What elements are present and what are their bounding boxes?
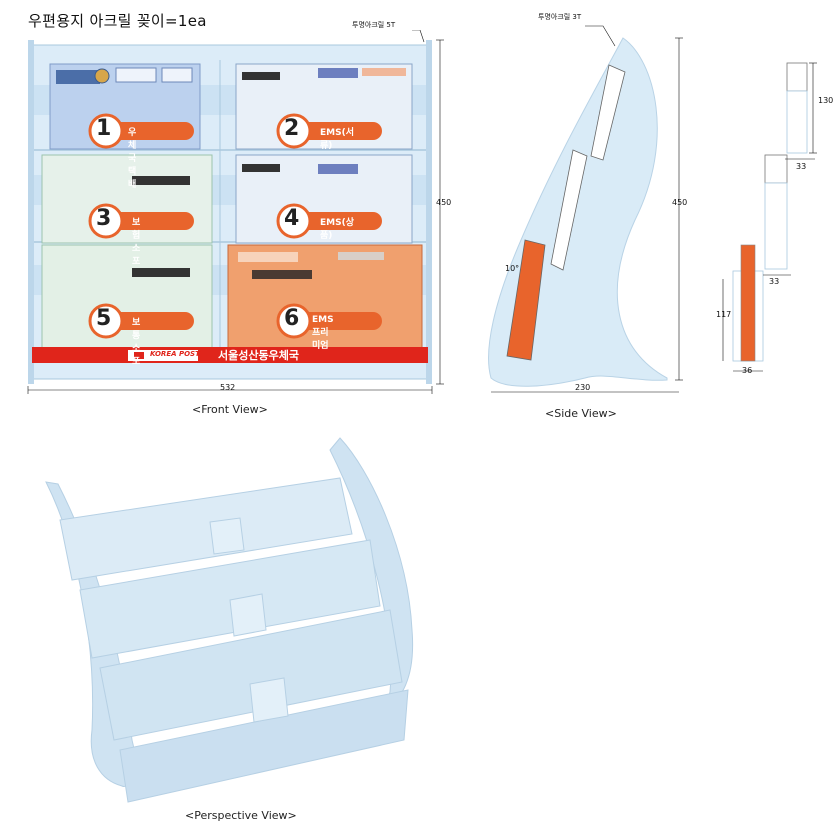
side-angle-dim: 10° [505,264,520,273]
side-height-dim: 450 [672,198,688,207]
page-title: 우편용지 아크릴 꽂이=1ea [28,12,207,30]
slot-number-1: 1 [96,116,112,141]
slot-label-3: 보험소포 [132,218,141,267]
side-pocket-3 [506,239,546,361]
detail-orange-form [740,244,756,362]
front-view-caption: <Front View> [192,403,268,416]
korea-post-logo: KOREA POST [150,350,200,358]
side-pocket-1 [590,64,626,161]
side-view-caption: <Side View> [545,407,617,420]
office-name: 서울성산동우체국 [218,349,299,362]
left-post [28,40,34,384]
slot-number-5: 5 [96,306,112,331]
perspective-view-drawing [45,437,414,803]
side-view-drawing [488,25,683,393]
persp-front-panel [119,689,409,803]
side-width-dim: 230 [575,383,591,392]
detail-dim-top: 130 [818,96,834,105]
right-post [426,40,432,384]
slot-number-6: 6 [284,306,300,331]
slot-label-2: EMS(서류) [320,128,354,151]
slot-number-4: 4 [284,206,300,231]
front-height-dim: 450 [436,198,452,207]
detail-view-drawing [722,62,817,372]
front-view-drawing [27,30,444,394]
front-material-note: 투명아크릴 5T [352,21,396,29]
slot-label-6: EMS프리미엄 [312,315,334,351]
persp-tier-1 [59,477,353,581]
perspective-view-caption: <Perspective View> [185,809,297,822]
side-pocket-2 [550,149,588,271]
detail-dim-low: 33 [769,277,780,286]
detail-dim-height: 117 [716,310,732,319]
persp-tier-2 [79,539,381,659]
slot-label-1: 우체국택배 [128,128,137,190]
slot-label-4: EMS(상품) [320,218,354,241]
slot-label-5: 보통소포 [132,318,141,367]
persp-tier-3 [99,609,403,741]
detail-dim-width: 36 [742,366,753,375]
slot-number-3: 3 [96,206,112,231]
side-material-note: 투명아크릴 3T [538,13,582,21]
front-width-dim: 532 [220,383,236,392]
form-6 [227,244,423,349]
slot-number-2: 2 [284,116,300,141]
detail-dim-mid: 33 [796,162,807,171]
